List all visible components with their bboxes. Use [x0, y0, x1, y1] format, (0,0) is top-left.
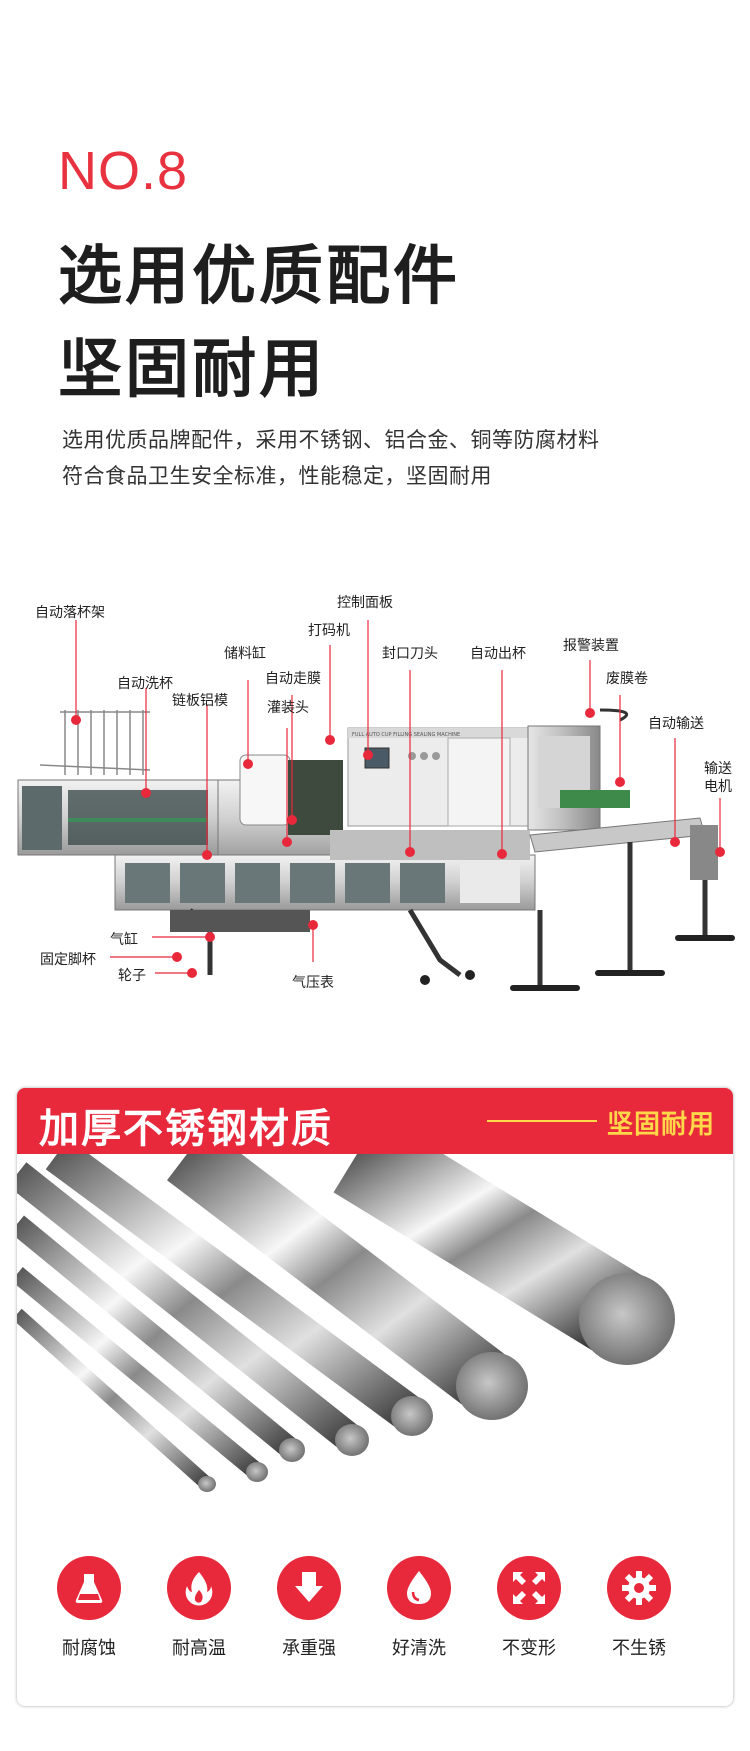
label-storage-tank: 储料缸: [224, 646, 266, 662]
machine-diagram: FULL AUTO CUP FILLING SEALING MACHINE: [0, 580, 750, 1010]
down-arrow-icon: [277, 1556, 341, 1620]
feature-label: 不生锈: [612, 1638, 666, 1659]
label-motor-line2: 电机: [704, 779, 732, 795]
fire-icon: [167, 1556, 231, 1620]
feature-corrosion: 耐腐蚀: [39, 1556, 139, 1660]
description-line1: 选用优质品牌配件，采用不锈钢、铝合金、铜等防腐材料: [62, 428, 600, 452]
label-auto-convey: 自动输送: [648, 716, 704, 732]
page-title-line2: 坚固耐用: [58, 333, 326, 407]
label-waste-film: 废膜卷: [606, 671, 648, 687]
description-line2: 符合食品卫生安全标准，性能稳定，坚固耐用: [62, 464, 492, 488]
banner-divider: [487, 1120, 597, 1122]
feature-label: 好清洗: [392, 1638, 446, 1659]
label-control-panel: 控制面板: [337, 595, 393, 611]
feature-label: 不变形: [502, 1638, 556, 1659]
label-gauge: 气压表: [292, 975, 334, 991]
material-card: 加厚不锈钢材质 坚固耐用: [17, 1088, 733, 1706]
feature-label: 耐腐蚀: [62, 1638, 116, 1659]
feature-label: 耐高温: [172, 1638, 226, 1659]
material-subtitle: 坚固耐用: [607, 1110, 716, 1140]
panel-text: FULL AUTO CUP FILLING SEALING MACHINE: [352, 732, 460, 738]
material-banner: 加厚不锈钢材质 坚固耐用: [17, 1088, 733, 1154]
label-cylinder: 气缸: [110, 932, 138, 948]
label-wheel: 轮子: [118, 968, 146, 984]
label-cup-rack: 自动落杯架: [35, 605, 105, 621]
label-alarm: 报警装置: [563, 638, 619, 654]
label-filling-head: 灌装头: [267, 700, 309, 716]
material-title: 加厚不锈钢材质: [39, 1106, 333, 1152]
section-number: NO.8: [58, 141, 189, 201]
feature-clean: 好清洗: [369, 1556, 469, 1660]
label-film-feed: 自动走膜: [265, 671, 321, 687]
label-fixed-foot: 固定脚杯: [40, 952, 96, 968]
compress-arrows-icon: [497, 1556, 561, 1620]
label-chain-mold: 链板铝模: [172, 693, 228, 709]
feature-rust: 不生锈: [589, 1556, 689, 1660]
feature-load: 承重强: [259, 1556, 359, 1660]
label-motor-line1: 输送: [704, 761, 732, 777]
label-seal-cutter: 封口刀头: [382, 646, 438, 662]
feature-label: 承重强: [282, 1638, 336, 1659]
steel-rods-image: [17, 1154, 733, 1554]
label-coder: 打码机: [308, 623, 350, 639]
water-drop-icon: [387, 1556, 451, 1620]
label-cup-wash: 自动洗杯: [117, 676, 173, 692]
gear-icon: [607, 1556, 671, 1620]
feature-shape: 不变形: [479, 1556, 579, 1660]
page-title-line1: 选用优质配件: [58, 240, 460, 314]
machine-illustration: FULL AUTO CUP FILLING SEALING MACHINE: [17, 620, 735, 991]
flask-icon: [57, 1556, 121, 1620]
feature-heat: 耐高温: [149, 1556, 249, 1660]
label-auto-output: 自动出杯: [470, 646, 526, 662]
